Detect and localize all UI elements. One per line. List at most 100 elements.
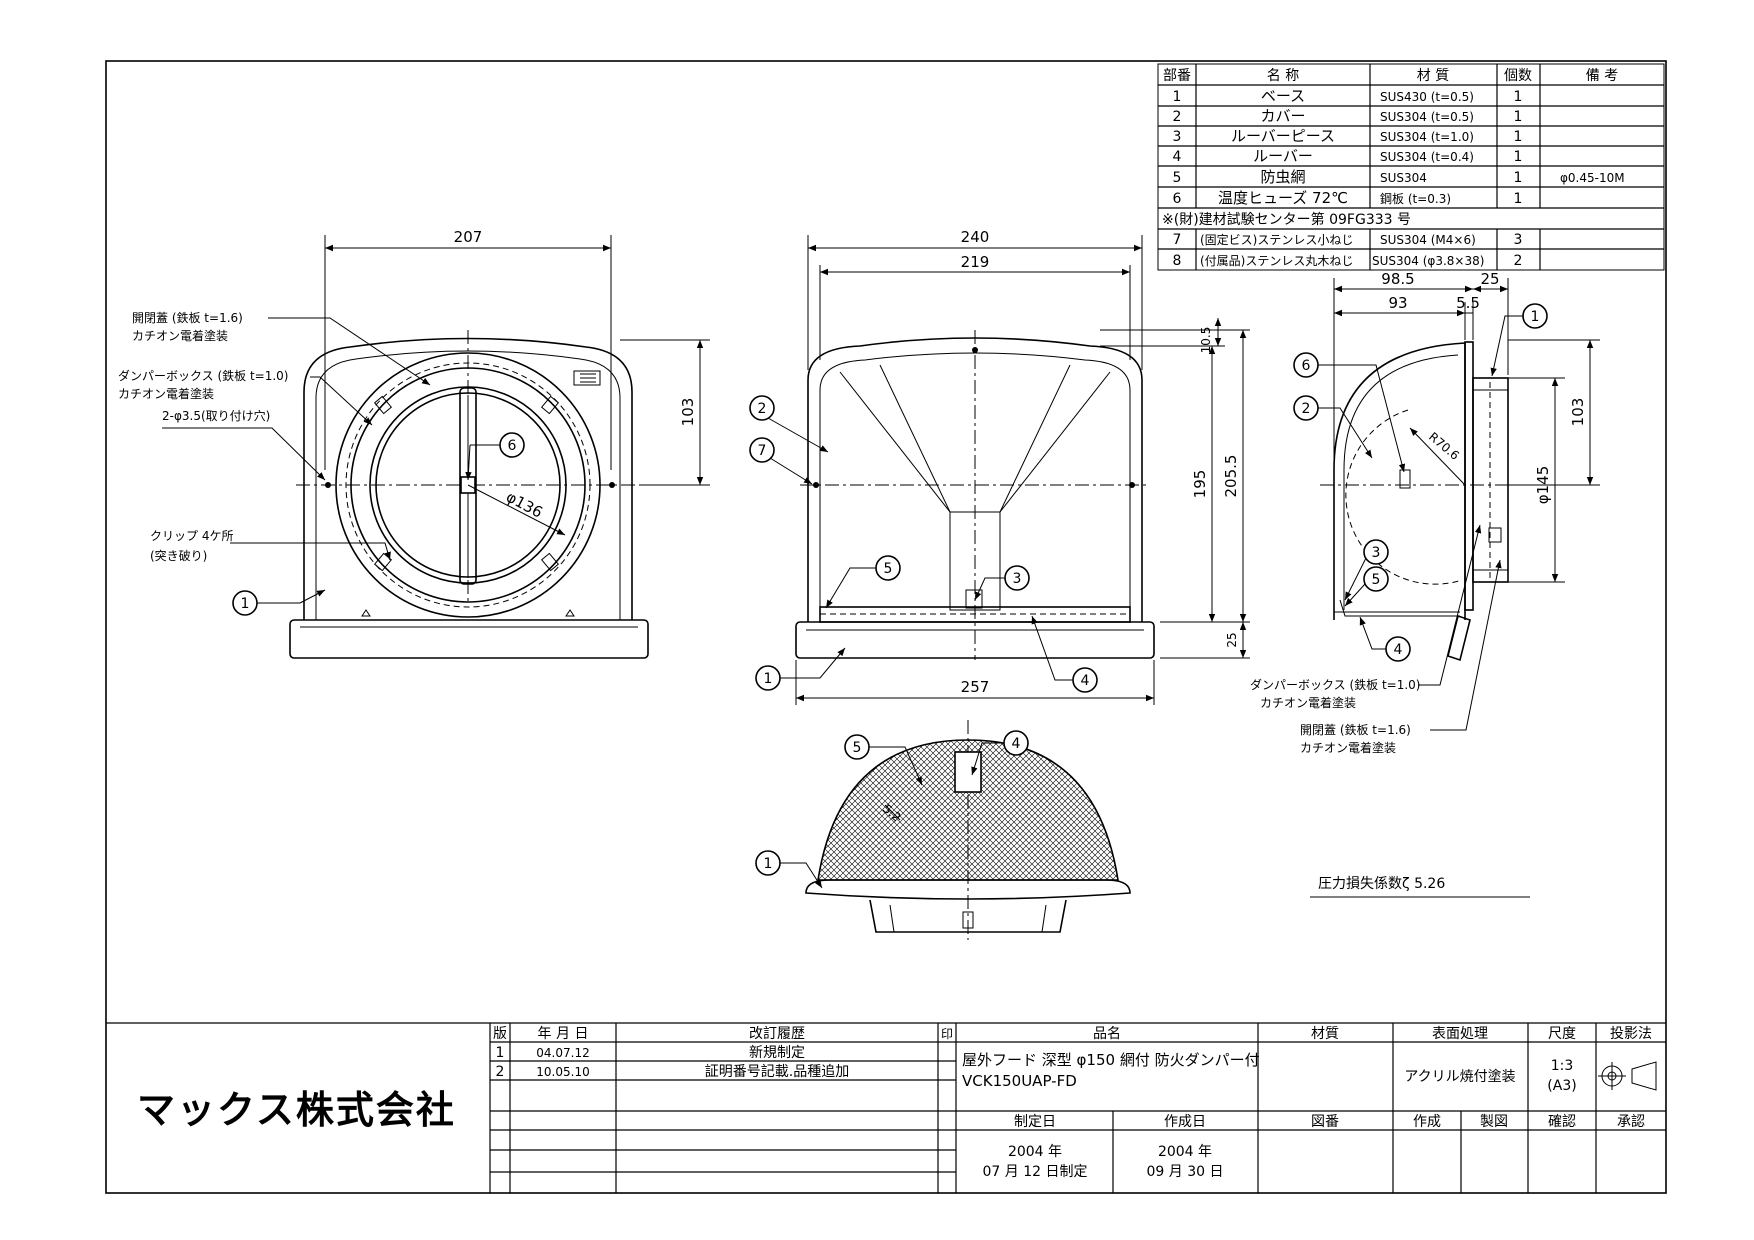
side-dim-105: 10.5 [1199,327,1213,354]
balloon-3-side-label: 3 [1013,571,1022,587]
label-created: 作成日 [1164,1114,1206,1130]
pt-r6-name: 温度ヒューズ 72℃ [1218,189,1348,207]
label-drawing-no: 図番 [1311,1114,1339,1130]
third-angle-projection-icon [1598,1061,1657,1091]
pt-r7-no: 7 [1173,232,1182,248]
label-material: 材質 [1311,1026,1339,1042]
pt-r5-note: φ0.45-10M [1560,171,1625,185]
title-block: マックス株式会社 版 年 月 日 改訂履歴 印 1 04.07.12 新規制定 … [106,1022,1666,1193]
balloon-5-right [1363,566,1389,592]
pt-r7-qty: 3 [1514,232,1523,248]
balloon-6-right-label: 6 [1302,358,1311,374]
balloons: 6 1 2 7 5 3 1 4 1 6 [232,303,1548,889]
pt-r3-name: ルーバーピース [1231,127,1335,145]
pt-r7-material: SUS304 (M4×6) [1380,233,1476,247]
product-name: 屋外フード 深型 φ150 網付 防火ダンパー付 [962,1051,1260,1069]
pt-h-qty: 個数 [1504,68,1532,84]
side-dim-25: 25 [1225,632,1239,647]
front-note-clip-2: (突き破り) [150,548,207,563]
scale-value: 1:3 [1551,1058,1574,1074]
established-year: 2004 年 [1008,1144,1062,1160]
label-scale: 尺度 [1548,1026,1576,1042]
balloon-5-bottom-label: 5 [853,740,862,756]
pt-r3-no: 3 [1173,129,1182,145]
label-approve: 承認 [1617,1114,1645,1130]
rev2-ver: 2 [496,1064,505,1080]
pt-r7-name: (固定ビス)ステンレス小ねじ [1200,232,1353,247]
balloon-3-right [1363,539,1389,565]
pt-r1-qty: 1 [1514,89,1523,105]
pt-r3-material: SUS304 (t=1.0) [1380,130,1474,144]
pt-r5-material: SUS304 [1380,171,1427,185]
pt-r5-name: 防虫網 [1260,168,1305,186]
label-drafter: 製図 [1480,1114,1508,1130]
pt-r4-qty: 1 [1514,149,1523,165]
balloon-1-bottom-label: 1 [764,856,773,872]
rev1-date: 04.07.12 [536,1046,589,1060]
side-dim-219: 219 [961,253,990,271]
pt-r2-qty: 1 [1514,109,1523,125]
right-note-lid-2: カチオン電着塗装 [1300,740,1396,755]
pt-r2-name: カバー [1260,107,1305,125]
right-dim-55: 5.5 [1456,294,1480,312]
side-view: 240 219 257 10.5 195 205.5 25 [795,228,1250,705]
balloon-1-side-label: 1 [764,671,773,687]
pt-r8-material: SUS304 (φ3.8×38) [1372,254,1484,268]
pt-r5-no: 5 [1173,170,1182,186]
pt-r8-name: (付属品)ステンレス丸木ねじ [1200,254,1353,268]
label-product: 品名 [1093,1026,1121,1042]
company-logo: マックス株式会社 [137,1088,456,1132]
balloon-7-side [749,437,775,463]
product-code: VCK150UAP-FD [962,1072,1077,1090]
pt-r3-qty: 1 [1514,129,1523,145]
pt-h-no: 部番 [1163,68,1191,84]
side-dim-195: 195 [1191,470,1209,499]
front-dim-height: 103 [679,398,697,427]
pt-r4-name: ルーバー [1253,147,1313,165]
pressure-loss: 圧力損失係数ζ 5.26 [1318,876,1445,892]
label-projection: 投影法 [1610,1026,1652,1042]
rev1-ver: 1 [496,1045,505,1061]
pt-r5-qty: 1 [1514,170,1523,186]
balloon-4-bottom-label: 4 [1012,736,1021,752]
label-established: 制定日 [1014,1114,1056,1130]
front-note-clip-1: クリップ 4ケ所 [150,529,233,543]
established-date: 07 月 12 日制定 [983,1164,1088,1180]
side-dim-240: 240 [961,228,990,246]
side-dim-257: 257 [961,678,990,696]
right-view: 98.5 25 93 5.5 103 φ145 R70.6 ダンパーボックス (… [1250,270,1600,755]
label-author: 作成 [1413,1114,1441,1130]
pt-r4-material: SUS304 (t=0.4) [1380,150,1474,164]
pt-certification: ※(財)建材試験センター第 09FG333 号 [1162,211,1411,228]
right-note-lid-1: 開閉蓋 (鉄板 t=1.6) [1300,722,1411,737]
rev1-desc: 新規制定 [749,1045,805,1061]
right-note-damper-1: ダンパーボックス (鉄板 t=1.0) [1250,677,1420,692]
parts-table: 部番 名 称 材 質 個数 備 考 1 ベース SUS430 (t=0.5) 1… [1157,63,1665,271]
balloon-4-right-label: 4 [1394,642,1403,658]
front-note-lid-2: カチオン電着塗装 [132,328,228,343]
right-dim-103: 103 [1569,398,1587,427]
rev-h-history: 改訂履歴 [749,1026,805,1042]
balloon-1-right-label: 1 [1531,309,1540,325]
rev-h-ver: 版 [493,1026,507,1042]
balloon-2-side-label: 2 [758,401,767,417]
pt-r6-material: 鋼板 (t=0.3) [1380,192,1451,206]
rev2-desc: 証明番号記載.品種追加 [705,1063,849,1080]
balloon-2-side [749,395,775,421]
pt-r1-material: SUS430 (t=0.5) [1380,90,1474,104]
balloon-2-right-label: 2 [1302,401,1311,417]
pt-r4-no: 4 [1173,149,1182,165]
sheet-size: (A3) [1547,1078,1576,1094]
created-year: 2004 年 [1158,1144,1212,1160]
right-note-damper-2: カチオン電着塗装 [1260,695,1356,710]
surface-value: アクリル焼付塗装 [1404,1068,1515,1085]
label-check: 確認 [1548,1114,1576,1130]
balloon-3-right-label: 3 [1372,545,1381,561]
rev-h-date: 年 月 日 [538,1026,589,1042]
right-dim-25: 25 [1480,270,1499,288]
rev-h-mark: 印 [941,1027,953,1041]
balloon-5-right-label: 5 [1372,572,1381,588]
front-dim-width: 207 [454,228,483,246]
pt-r6-qty: 1 [1514,191,1523,207]
